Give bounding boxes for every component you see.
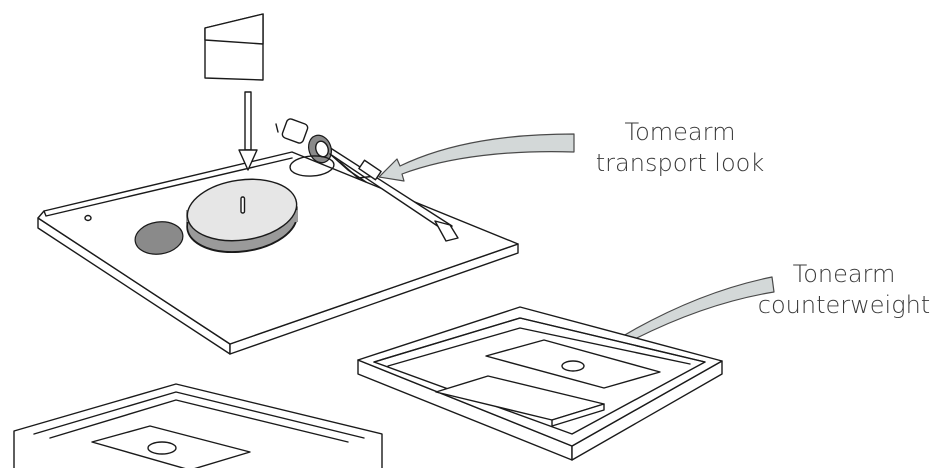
- counterweight-box: [358, 307, 722, 460]
- callout-arrow-transport-lock: [379, 134, 574, 181]
- tonearm-lock-sleeve: [359, 160, 381, 179]
- label-tonearm-transport-lock: Tomearm transport look: [570, 117, 790, 179]
- tonearm-pivot-block: [281, 118, 309, 144]
- plinth-top-surface: [38, 152, 518, 344]
- label-tonearm-transport-lock-line1: Tomearm: [570, 117, 790, 148]
- tonearm-rear-stub: [276, 124, 278, 132]
- counterweight-hole: [562, 361, 584, 371]
- spindle: [241, 197, 245, 213]
- lower-box-hole: [148, 442, 176, 454]
- flag-card: [205, 14, 263, 80]
- label-tonearm-counterweight-line2: counterweight: [740, 290, 948, 321]
- placement-arrow-shaft: [245, 92, 251, 150]
- turntable-plinth: [38, 152, 518, 354]
- placement-arrow: [239, 92, 257, 170]
- label-tonearm-counterweight: Tonearm counterweight: [740, 259, 948, 321]
- label-tonearm-counterweight-line1: Tonearm: [740, 259, 948, 290]
- lower-box-partial: [14, 384, 382, 468]
- flag-card-fold: [205, 14, 263, 44]
- label-tonearm-transport-lock-line2: transport look: [570, 148, 790, 179]
